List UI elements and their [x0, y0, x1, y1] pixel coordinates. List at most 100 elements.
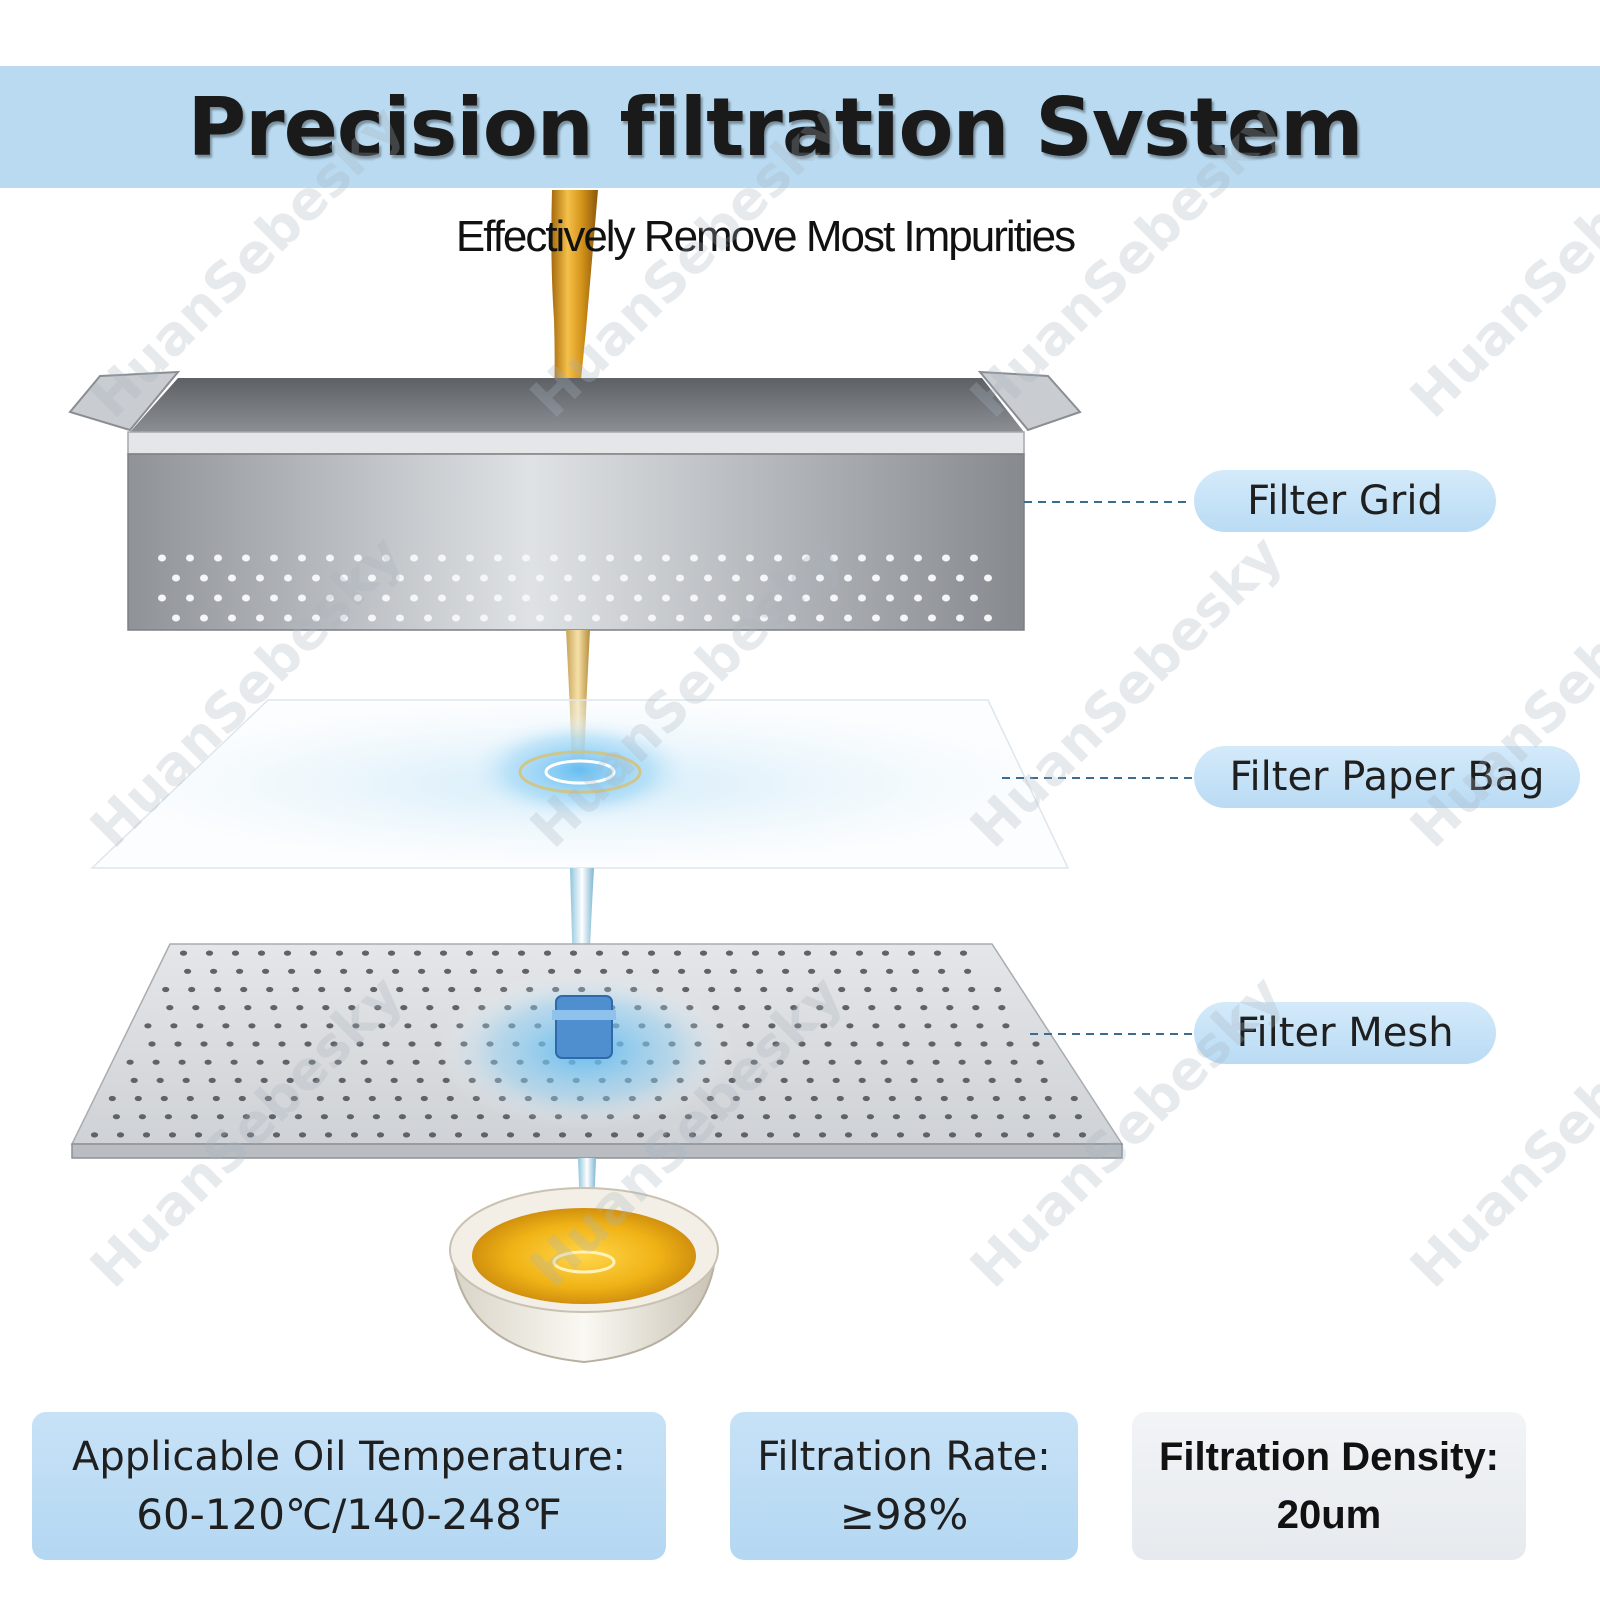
tray-hole	[368, 574, 376, 582]
tray-hole	[662, 594, 670, 602]
mesh-hole	[678, 968, 686, 974]
mesh-hole	[376, 1132, 385, 1138]
tray-hole	[914, 554, 922, 562]
tray-hole	[942, 554, 950, 562]
mesh-hole	[361, 950, 370, 956]
mesh-hole	[262, 968, 270, 974]
mesh-hole	[344, 986, 352, 993]
mesh-hole	[980, 1041, 988, 1047]
mesh-hole	[322, 1005, 330, 1011]
mesh-hole	[112, 1114, 120, 1120]
mesh-hole	[836, 1095, 844, 1102]
mesh-hole	[196, 1023, 204, 1029]
mesh-hole	[283, 950, 292, 956]
mesh-hole	[1070, 1095, 1078, 1102]
mesh-hole	[948, 1132, 957, 1138]
mesh-hole	[168, 1132, 177, 1138]
mesh-hole	[844, 1132, 853, 1138]
mesh-hole	[872, 1023, 880, 1029]
mesh-hole	[372, 1114, 380, 1120]
mesh-hole	[242, 1114, 250, 1120]
tray-hole	[200, 614, 208, 622]
mesh-hole	[673, 950, 682, 956]
tray-hole	[242, 554, 250, 562]
mesh-hole	[968, 986, 976, 993]
tray-hole	[886, 554, 894, 562]
tray-hole	[396, 574, 404, 582]
mesh-hole	[320, 1114, 328, 1120]
mesh-hole	[1002, 1023, 1010, 1029]
mesh-hole	[474, 986, 482, 993]
mesh-hole	[260, 1077, 268, 1083]
mesh-hole	[788, 1114, 797, 1120]
tray-hole	[774, 594, 782, 602]
tray-hole	[620, 574, 628, 582]
tray-hole	[872, 574, 880, 582]
mesh-hole	[338, 1077, 346, 1083]
subtitle: Effectively Remove Most Impurities	[455, 212, 1076, 261]
tray-hole	[858, 594, 866, 602]
mesh-hole	[426, 1005, 434, 1011]
tray-hole	[984, 574, 992, 582]
mesh-hole	[231, 950, 240, 956]
tray-hole	[382, 594, 390, 602]
mesh-hole	[584, 1132, 593, 1138]
mesh-hole	[480, 1132, 489, 1138]
tray-hole	[956, 574, 964, 582]
mesh-hole	[356, 1041, 364, 1047]
tray-hole	[410, 554, 418, 562]
mesh-hole	[890, 986, 898, 993]
mesh-hole	[928, 1041, 936, 1047]
mesh-hole	[465, 950, 474, 956]
mesh-hole	[412, 1059, 420, 1065]
mesh-hole	[1006, 1041, 1014, 1047]
tray-hole	[858, 554, 866, 562]
tray-hole	[480, 574, 488, 582]
mesh-hole	[706, 1095, 714, 1102]
mesh-hole	[959, 950, 968, 956]
mesh-hole	[1078, 1132, 1087, 1138]
mesh-hole	[532, 1132, 541, 1138]
mesh-hole	[364, 1077, 372, 1083]
mesh-hole	[188, 986, 196, 993]
mesh-hole	[816, 1005, 824, 1011]
mesh-hole	[964, 968, 972, 974]
mesh-hole	[420, 1095, 428, 1102]
mesh-hole	[413, 950, 422, 956]
mesh-hole	[834, 968, 842, 974]
mesh-hole	[912, 968, 920, 974]
tray-hole	[592, 614, 600, 622]
mesh-hole	[712, 1005, 720, 1011]
mesh-hole	[814, 1114, 823, 1120]
mesh-hole	[330, 1041, 338, 1047]
mesh-hole	[924, 1023, 932, 1029]
mesh-hole	[647, 950, 656, 956]
mesh-hole	[829, 950, 838, 956]
mesh-hole	[278, 1041, 286, 1047]
mesh-hole	[1040, 1077, 1048, 1083]
mesh-hole	[422, 986, 430, 993]
filter-grid-tray	[68, 370, 1082, 631]
mesh-hole	[886, 968, 894, 974]
mesh-hole	[906, 1059, 914, 1065]
mesh-hole	[730, 968, 738, 974]
mesh-hole	[1048, 1114, 1056, 1120]
tray-hole	[550, 554, 558, 562]
mesh-hole	[1014, 1077, 1022, 1083]
mesh-hole	[268, 1114, 276, 1120]
mesh-hole	[392, 968, 400, 974]
page-title: Precision filtration Svstem	[187, 80, 1364, 174]
tray-hole	[760, 614, 768, 622]
tray-hole	[816, 574, 824, 582]
mesh-hole	[652, 968, 660, 974]
mesh-hole	[506, 1132, 515, 1138]
tray-hole	[788, 574, 796, 582]
mesh-hole	[450, 1114, 458, 1120]
oil-bowl	[449, 1187, 719, 1364]
mesh-hole	[966, 1095, 974, 1102]
mesh-hole	[932, 1059, 940, 1065]
mesh-hole	[998, 1005, 1006, 1011]
tray-hole	[214, 594, 222, 602]
tray-hole	[578, 594, 586, 602]
mesh-hole	[186, 1095, 194, 1102]
